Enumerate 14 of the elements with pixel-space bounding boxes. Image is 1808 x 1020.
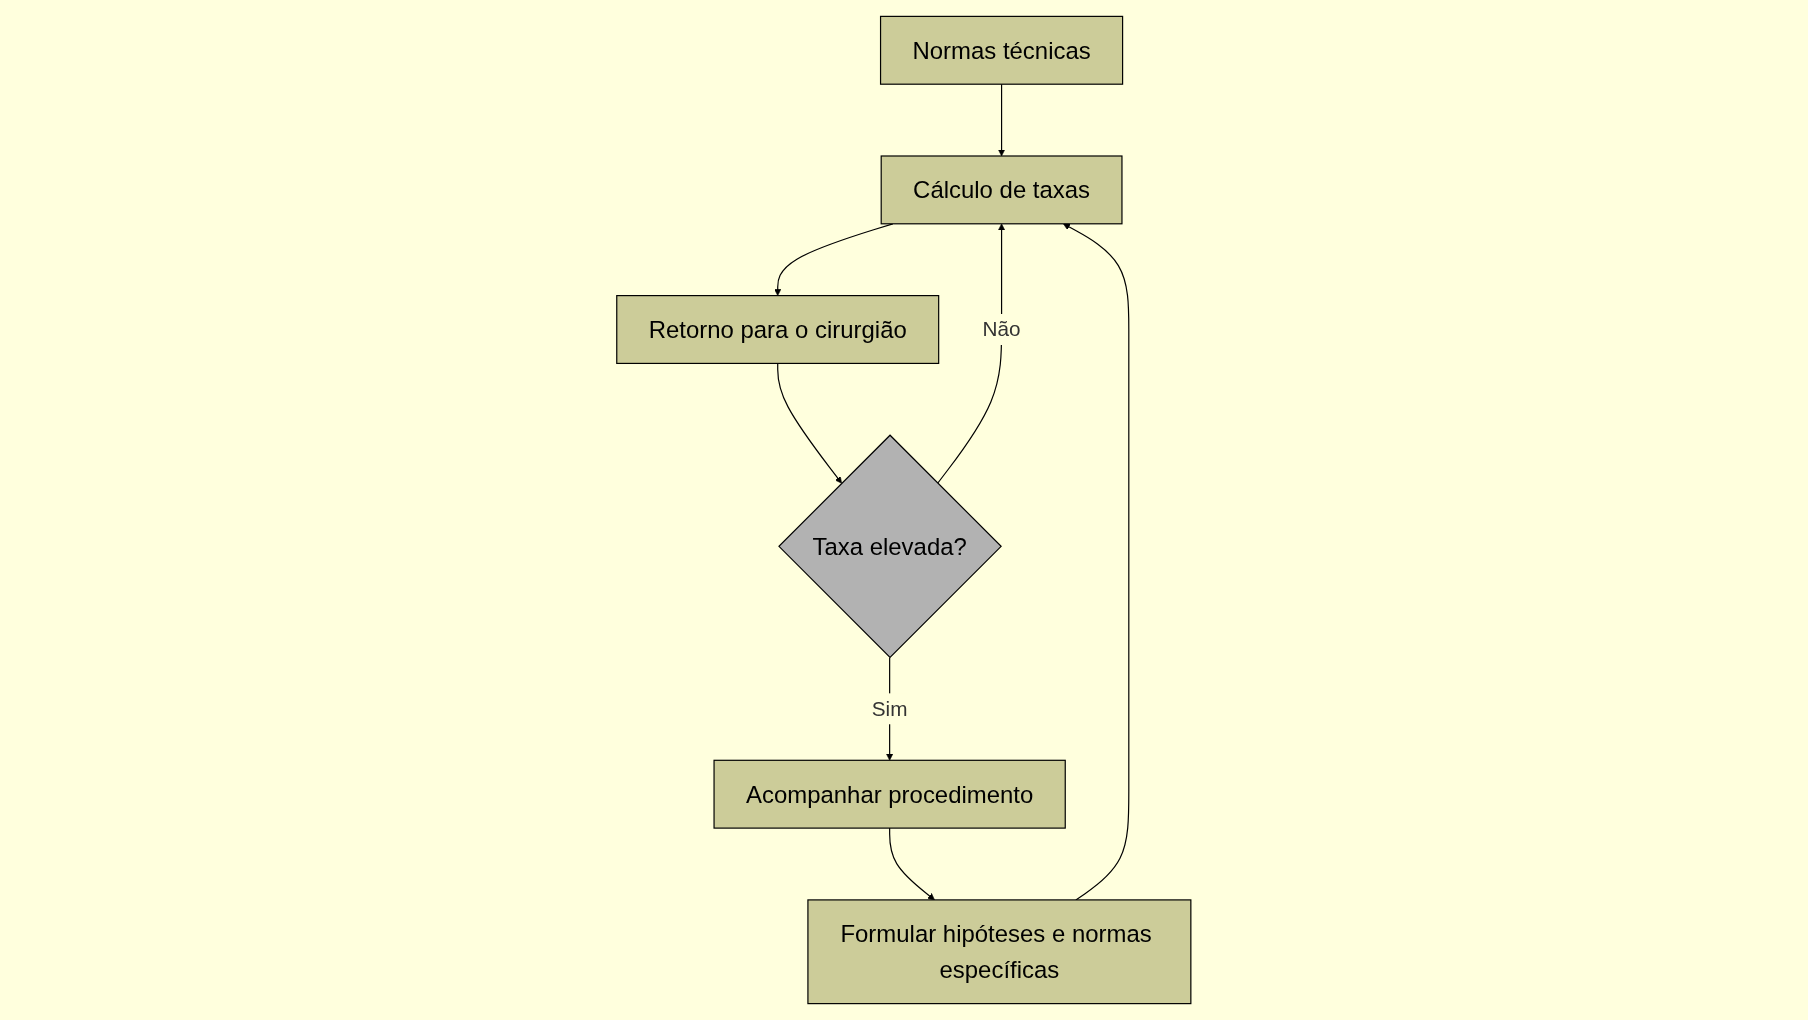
arrow <box>777 362 843 484</box>
node-box: Normas técnicas <box>880 15 1124 85</box>
edge-label: Sim <box>871 696 908 721</box>
node-box: Acompanhar procedimento <box>713 759 1067 829</box>
node-diamond: Taxa elevada? <box>778 434 1003 659</box>
arrow <box>1063 223 1130 901</box>
arrow <box>998 83 1006 157</box>
node-box: Retorno para o cirurgião <box>616 295 940 364</box>
arrow <box>937 223 1006 484</box>
arrow <box>774 223 894 296</box>
node-box: Cálculo de taxas <box>880 155 1123 225</box>
node-box: Formular hipóteses e normas específicas <box>807 899 1192 1005</box>
arrow <box>889 827 936 901</box>
edge-label: Não <box>982 317 1021 342</box>
